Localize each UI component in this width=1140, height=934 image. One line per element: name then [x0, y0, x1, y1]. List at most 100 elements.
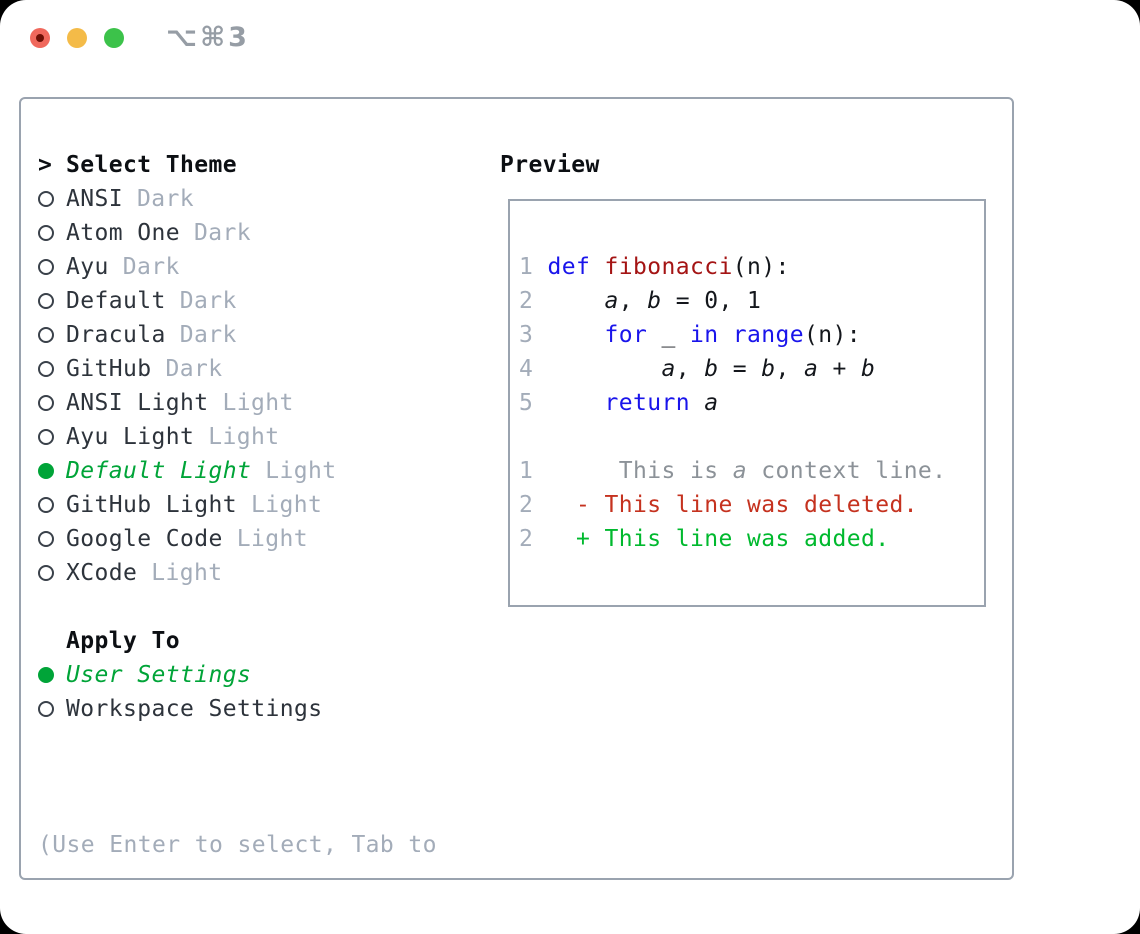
zoom-window-icon[interactable] [104, 28, 124, 48]
preview-code-line: 1 def fibonacci(n): [519, 254, 790, 280]
preview-code-line: 4 a, b = b, a + b [519, 356, 876, 382]
option-label: Google Code [66, 526, 223, 552]
option-label: GitHub Light [66, 492, 237, 518]
radio-circle-icon [38, 191, 54, 207]
radio-circle-icon [38, 429, 54, 445]
help-line-2: change focus) [38, 930, 437, 934]
help-text: (Use Enter to select, Tab to change focu… [38, 760, 437, 934]
option-label: Dracula [66, 322, 166, 348]
radio-unselected-icon [38, 395, 66, 411]
preview-code-line [519, 420, 984, 454]
option-variant-label: Light [222, 390, 294, 416]
option-label: GitHub [66, 356, 152, 382]
preview-code-line: 2 + This line was added. [519, 526, 890, 552]
radio-circle-icon [38, 667, 54, 683]
preview-code-line: 2 a, b = 0, 1 [519, 288, 762, 314]
preview-title: Preview [500, 152, 600, 178]
title-bar: ⌥⌘3 [0, 0, 1140, 76]
option-label: User Settings [66, 662, 252, 688]
radio-unselected-icon [38, 701, 66, 717]
radio-circle-icon [38, 361, 54, 377]
option-label: Workspace Settings [66, 696, 323, 722]
theme-option[interactable]: Default Dark [38, 284, 336, 318]
cursor-icon: > [38, 152, 53, 178]
option-variant-label: Dark [179, 288, 237, 314]
window-title: ⌥⌘3 [166, 22, 250, 53]
radio-unselected-icon [38, 293, 66, 309]
option-variant-label: Light [151, 560, 223, 586]
option-variant-label: Dark [122, 254, 180, 280]
option-label: ANSI [66, 186, 123, 212]
radio-circle-icon [38, 293, 54, 309]
apply-to-title: Apply To [66, 628, 180, 654]
theme-option[interactable]: ANSI Light Light [38, 386, 336, 420]
option-variant-label: Dark [193, 220, 251, 246]
theme-option[interactable]: Default Light Light [38, 454, 336, 488]
theme-option[interactable]: Atom One Dark [38, 216, 336, 250]
radio-circle-icon [38, 531, 54, 547]
theme-option[interactable]: Google Code Light [38, 522, 336, 556]
theme-option[interactable]: Dracula Dark [38, 318, 336, 352]
minimize-window-icon[interactable] [67, 28, 87, 48]
option-label: XCode [66, 560, 138, 586]
theme-option[interactable]: Ayu Dark [38, 250, 336, 284]
theme-option[interactable]: XCode Light [38, 556, 336, 590]
apply-to-header-row: Apply To [38, 624, 322, 658]
option-variant-label: Dark [179, 322, 237, 348]
close-window-icon[interactable] [30, 28, 50, 48]
radio-circle-icon [38, 701, 54, 717]
option-variant-label: Light [250, 492, 323, 518]
option-label: Default Light [66, 458, 252, 484]
traffic-lights [30, 28, 124, 48]
preview-code: 1 def fibonacci(n): 2 a, b = 0, 1 3 for _ … [519, 250, 984, 556]
theme-option[interactable]: Ayu Light Light [38, 420, 336, 454]
close-window-dot-icon [36, 34, 44, 42]
theme-option[interactable]: GitHub Light Light [38, 488, 336, 522]
cursor-marker: > [38, 152, 66, 178]
preview-code-line: 5 return a [519, 390, 719, 416]
theme-list-header-row: > Select Theme [38, 148, 336, 182]
option-label: Default [66, 288, 166, 314]
option-variant-label: Dark [165, 356, 223, 382]
option-label: Ayu Light [66, 424, 195, 450]
radio-unselected-icon [38, 191, 66, 207]
radio-circle-icon [38, 463, 54, 479]
radio-circle-icon [38, 497, 54, 513]
radio-circle-icon [38, 259, 54, 275]
radio-circle-icon [38, 565, 54, 581]
option-variant-label: Light [265, 458, 337, 484]
radio-circle-icon [38, 225, 54, 241]
option-label: Ayu [66, 254, 109, 280]
radio-selected-icon [38, 463, 66, 479]
radio-circle-icon [38, 327, 54, 343]
radio-unselected-icon [38, 531, 66, 547]
apply-to-option[interactable]: Workspace Settings [38, 692, 322, 726]
radio-selected-icon [38, 667, 66, 683]
preview-code-line: 1 This is a context line. [519, 458, 947, 484]
option-variant-label: Light [208, 424, 280, 450]
radio-unselected-icon [38, 361, 66, 377]
preview-pane: 1 def fibonacci(n): 2 a, b = 0, 1 3 for _ … [508, 199, 986, 607]
preview-code-line: 3 for _ in range(n): [519, 322, 861, 348]
radio-unselected-icon [38, 225, 66, 241]
option-variant-label: Dark [137, 186, 194, 212]
radio-circle-icon [38, 395, 54, 411]
option-label: Atom One [66, 220, 180, 246]
theme-option[interactable]: GitHub Dark [38, 352, 336, 386]
option-label: ANSI Light [66, 390, 209, 416]
preview-code-line: 2 - This line was deleted. [519, 492, 918, 518]
radio-unselected-icon [38, 327, 66, 343]
theme-option[interactable]: ANSI Dark [38, 182, 336, 216]
radio-unselected-icon [38, 497, 66, 513]
option-variant-label: Light [236, 526, 308, 552]
apply-to-option[interactable]: User Settings [38, 658, 322, 692]
help-line-1: (Use Enter to select, Tab to [38, 832, 437, 858]
radio-unselected-icon [38, 429, 66, 445]
radio-unselected-icon [38, 565, 66, 581]
